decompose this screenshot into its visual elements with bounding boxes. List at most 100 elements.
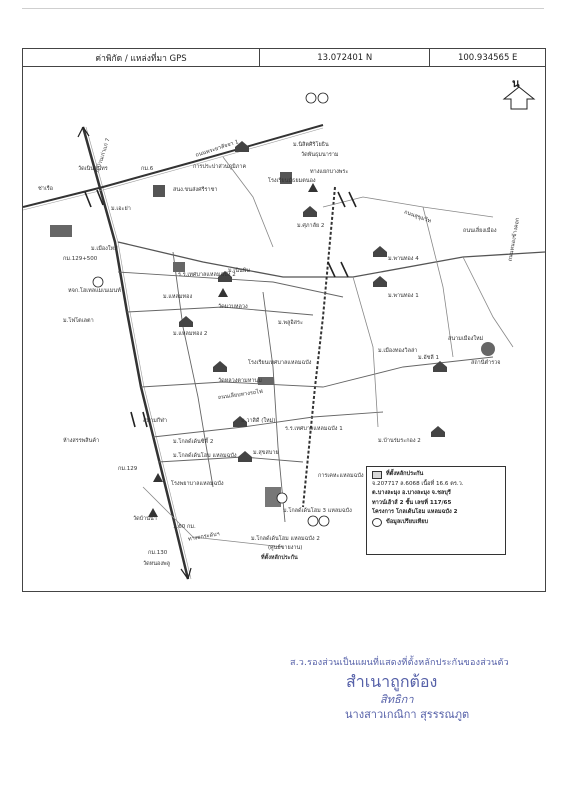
- highway-arrow-south: [180, 567, 192, 580]
- map-label: ม.สุขสบาย: [253, 450, 279, 456]
- map-label: กม.6: [141, 166, 154, 172]
- house-icon-3: [218, 271, 232, 282]
- map-label: ม.วาสิดี (ใหม่): [241, 418, 276, 424]
- house-icon-1: [235, 141, 249, 152]
- road-4: [262, 291, 286, 523]
- legend-project-line: โครงการ โกลเด้นโฮม แหลมฉบัง 2: [372, 509, 458, 515]
- stamp-certification-line: ส.ว.รองส่วนเป็นแผนที่แสดงที่ตั้งหลักประก…: [290, 658, 509, 668]
- house-icon-9: [433, 361, 447, 372]
- highway-northwest: [23, 124, 324, 208]
- house-icon-8: [233, 416, 247, 427]
- map-marker-c3: [92, 276, 104, 288]
- map-label: โรงพยาบาลแหลมฉบัง: [171, 481, 224, 487]
- stamp-certified-copy: สำเนาถูกต้อง: [346, 672, 438, 691]
- map-label: สถานีตำรวจ: [471, 360, 501, 366]
- main-highway: [81, 126, 190, 580]
- map-label: โรงเรียนมัธยมตนอง: [268, 178, 316, 184]
- map-label: วัดมาบหลวง: [218, 304, 248, 310]
- map-label: ม.เนินพิษ: [228, 268, 251, 274]
- map-label: กม.129+500: [63, 256, 98, 262]
- bridge-marker-2: [327, 261, 349, 278]
- house-icon-10: [238, 451, 252, 462]
- map-label: ม.โฟโตเลตา: [63, 318, 94, 324]
- building-icon-6: [258, 377, 274, 385]
- map-marker-c2: [317, 92, 329, 104]
- road-10: [422, 206, 454, 358]
- temple-icon-4: [148, 508, 158, 517]
- map-label: ม.โกลด์เด้นโฮม 3 แหลมฉบัง: [283, 508, 352, 514]
- map-label: วัดหนองพลู: [143, 561, 171, 567]
- north-arrow-icon: [502, 86, 536, 110]
- map-label: ม.เมืองใหม่: [91, 246, 118, 252]
- map-label: โรงเรียนเทศบาลแหลมฉบัง: [248, 360, 312, 366]
- bridge-marker-4: [337, 191, 357, 208]
- map-label: ม.อัชลี 1: [418, 355, 440, 361]
- map-label: วัดหลวงตามหานุม: [218, 378, 262, 384]
- gps-header-table: ค่าพิกัด / แหล่งที่มา GPS 13.072401 N 10…: [22, 48, 546, 67]
- building-icon-5: [173, 262, 185, 272]
- compare-marker-3: [318, 515, 330, 527]
- highway-northwest-inner: [23, 127, 324, 211]
- bypass-road: [117, 241, 545, 278]
- legend-title-row: ที่ตั้งหลักประกัน: [372, 470, 500, 480]
- road-5: [140, 356, 494, 388]
- map-label: ร.ร.เทศบาลแหลมฉบัง 1: [285, 426, 343, 432]
- road-1: [117, 271, 344, 298]
- map-roads-layer: [23, 86, 545, 580]
- building-icon-2: [280, 172, 292, 184]
- map-label: หจก.โฮเทลแมเนเมนท์: [68, 288, 121, 294]
- legend-location-line: ต.บางละมุง อ.บางละมุง จ.ชลบุรี: [372, 490, 451, 496]
- legend-compare-label: ข้อมูลเปรียบเทียบ: [386, 518, 429, 525]
- map-marker-c1: [305, 92, 317, 104]
- road-2: [126, 306, 314, 316]
- map-label: ม.แหลมทอง: [163, 294, 193, 300]
- building-icon-4: [265, 487, 281, 507]
- building-icon-1: [153, 185, 165, 197]
- map-label: (ศูนย์ขายงาน): [268, 545, 303, 551]
- map-label: การเคหะแหลมฉบัง: [318, 473, 364, 479]
- map-label: ร.ร.เทศบาลแหลมฉบัง 2: [178, 272, 236, 278]
- north-label: น: [512, 77, 520, 90]
- compare-circle-icon: [372, 517, 382, 527]
- map-label: ม.พลูอิสระ: [278, 320, 303, 326]
- road-11: [462, 256, 514, 348]
- road-6: [152, 411, 384, 438]
- map-label: 1.60 กม.: [173, 524, 196, 530]
- map-label: วัดบ้านนา: [133, 516, 157, 522]
- map-label: ม.บ้านร่มระกอง 2: [378, 438, 421, 444]
- map-label: สนามกีฬา: [143, 418, 168, 424]
- building-icon-3: [50, 225, 72, 237]
- house-icon-4: [373, 246, 387, 257]
- house-icon-7: [213, 361, 227, 372]
- railway-line: [302, 186, 336, 508]
- house-icon-2: [303, 206, 317, 217]
- road-12: [222, 156, 274, 248]
- gps-latitude-cell: 13.072401 N: [260, 49, 431, 66]
- bridge-marker-1: [84, 189, 104, 208]
- gps-longitude-cell: 100.934565 E: [457, 52, 518, 63]
- house-icon-6: [179, 316, 193, 327]
- compare-marker-2: [307, 515, 319, 527]
- map-label: ทางแยกบางพระ: [310, 169, 349, 175]
- map-label: ที่ตั้งหลักประกัน: [261, 555, 298, 561]
- subject-marker-1: [276, 492, 288, 504]
- highway-arrow-north: [77, 126, 90, 138]
- map-label: สนามเมืองใหม่: [448, 336, 484, 342]
- map-label: การประปาส่วนภูมิภาค: [193, 164, 247, 170]
- map-label: ถนนเลี่ยงเมือง: [463, 228, 497, 234]
- map-label: วัดพันธุมนาราม: [301, 152, 339, 158]
- map-label: ห้างสรรพสินค้า: [63, 438, 100, 444]
- temple-icon-3: [153, 473, 163, 482]
- map-label: ม.นิสิตศิริโยธิน: [293, 142, 329, 148]
- legend-deed-line: จ.207717 ล.6068 เนื้อที่ 16.6 ตร.ว.: [372, 480, 464, 487]
- map-label: ม.เอะย่า: [111, 206, 131, 212]
- location-map: น ก.บ้านเก่าแก่ 7 ถนนพระยาสัจจา 1 วัดเนิ…: [22, 66, 546, 592]
- top-rule: [22, 8, 544, 9]
- main-highway-inner: [85, 126, 192, 580]
- house-icon-11: [431, 426, 445, 437]
- gps-label-cell: ค่าพิกัด / แหล่งที่มา GPS: [23, 49, 261, 66]
- map-label: วัดเนินสุนทร: [78, 166, 108, 172]
- temple-icon-2: [218, 288, 228, 297]
- road-3: [172, 251, 214, 488]
- map-label: ม.เมืองทองวิลล่า: [378, 348, 418, 354]
